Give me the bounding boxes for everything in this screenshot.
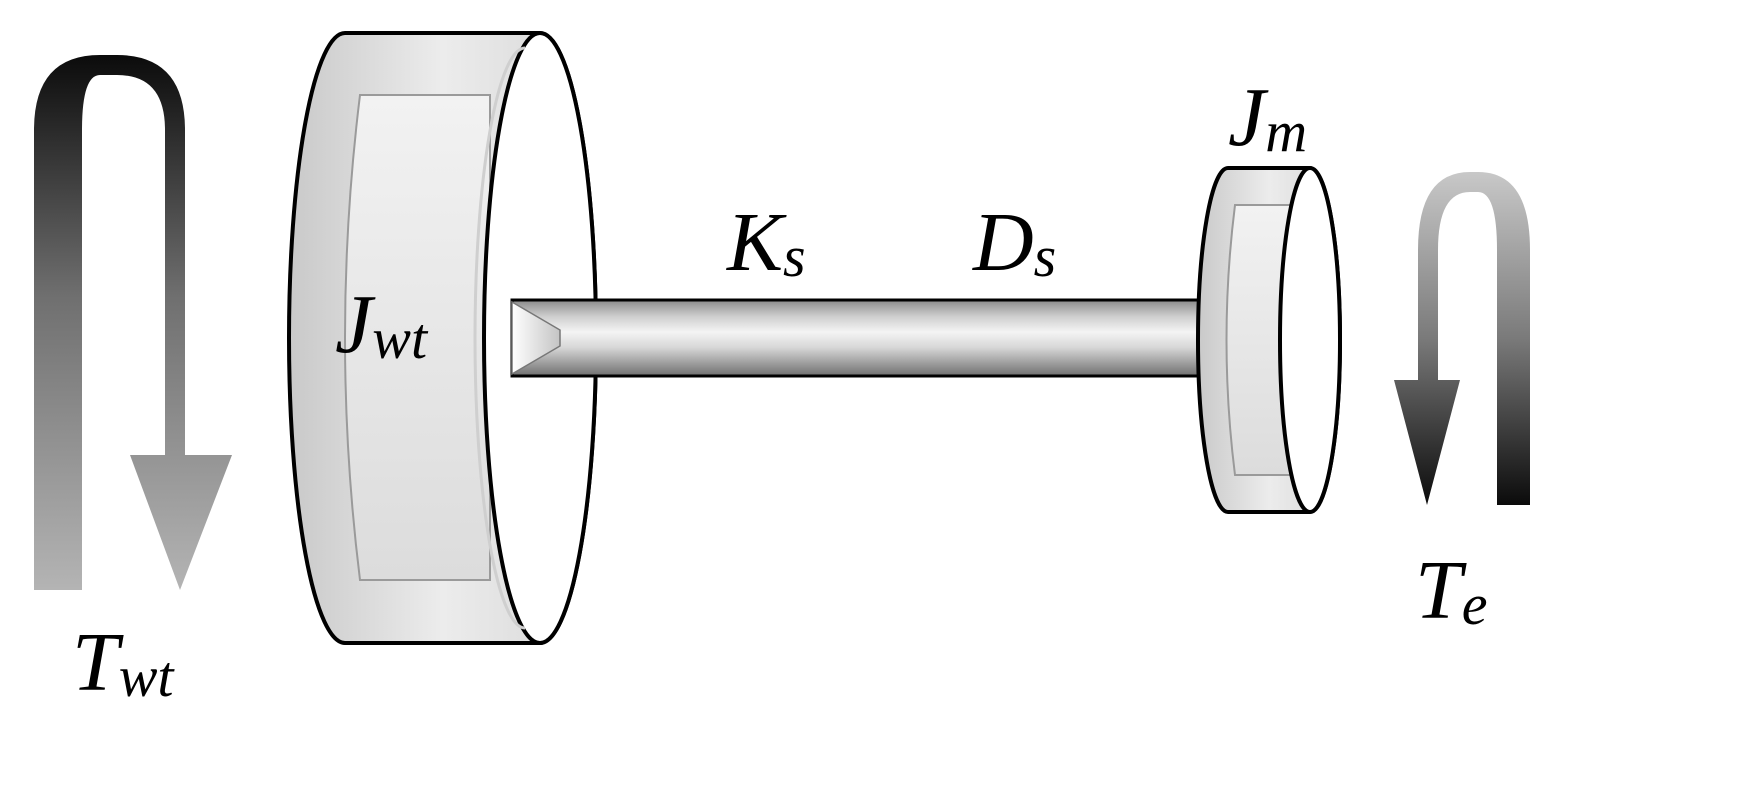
shaft-stiffness-subscript: s xyxy=(783,224,806,289)
turbine-torque-arrow xyxy=(34,55,232,590)
shaft-stiffness-symbol: K xyxy=(726,196,787,289)
electromagnetic-torque-symbol: T xyxy=(1415,544,1467,637)
shaft xyxy=(510,298,1214,378)
generator-inertia-subscript: m xyxy=(1265,99,1307,164)
turbine-torque-symbol: T xyxy=(72,616,124,709)
generator-inertia-label: Jm xyxy=(1228,71,1307,164)
shaft-damping-label: Ds xyxy=(972,196,1056,289)
generator-inertia-symbol: J xyxy=(1228,71,1269,164)
turbine-inertia-subscript: wt xyxy=(372,306,429,371)
turbine-inertia-symbol: J xyxy=(335,278,376,371)
shaft-damping-symbol: D xyxy=(972,196,1034,289)
turbine-torque-label: Twt xyxy=(72,616,175,709)
electromagnetic-torque-label: Te xyxy=(1415,544,1487,637)
shaft-stiffness-label: Ks xyxy=(726,196,806,289)
turbine-torque-subscript: wt xyxy=(119,644,176,709)
generator-disk xyxy=(1196,166,1342,514)
turbine-inertia-label: Jwt xyxy=(335,278,429,371)
shaft-damping-subscript: s xyxy=(1034,224,1057,289)
electromagnetic-torque-subscript: e xyxy=(1462,572,1488,637)
electromagnetic-torque-arrow xyxy=(1394,172,1530,505)
